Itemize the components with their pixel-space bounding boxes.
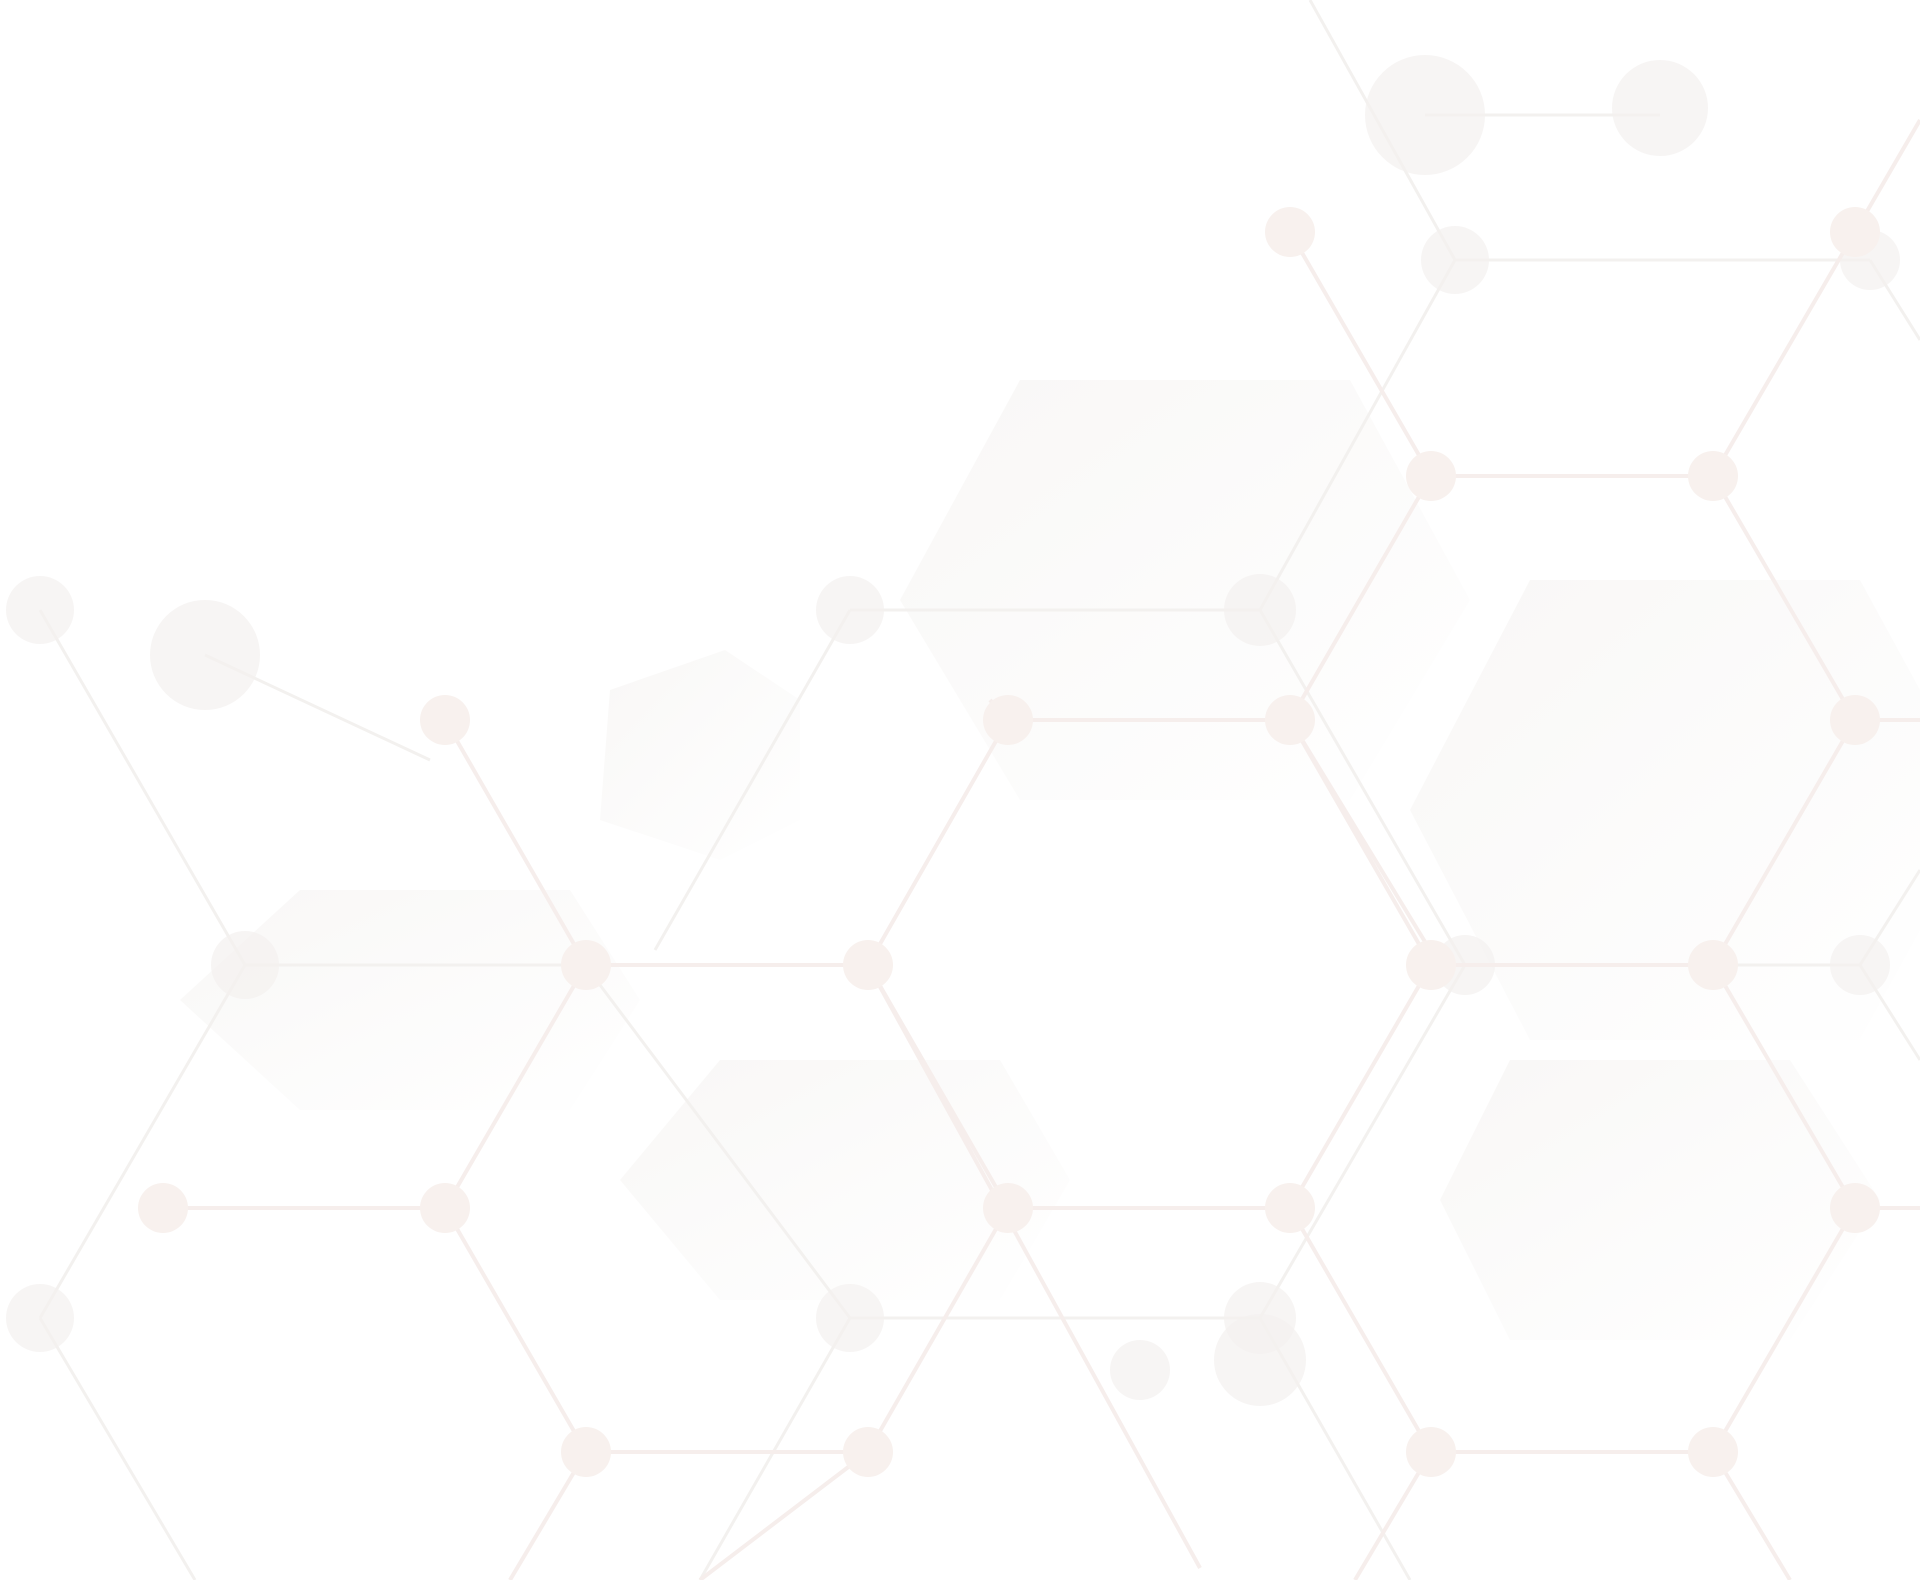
network-node xyxy=(1830,1183,1880,1233)
network-node xyxy=(1265,1183,1315,1233)
ghost-node xyxy=(816,1284,884,1352)
network-node xyxy=(561,1427,611,1477)
network-line-layer xyxy=(163,118,1920,1580)
ghost-node xyxy=(6,576,74,644)
ghost-line-layer xyxy=(38,0,1920,1580)
network-node xyxy=(561,940,611,990)
network-edge xyxy=(1288,474,1433,722)
network-node xyxy=(843,940,893,990)
network-node xyxy=(1688,451,1738,501)
network-edge xyxy=(1288,963,1433,1210)
network-node xyxy=(1265,695,1315,745)
network-edge xyxy=(443,963,588,1210)
network-node xyxy=(1265,207,1315,257)
network-node xyxy=(983,1183,1033,1233)
network-edge xyxy=(1711,718,1857,967)
ghost-node xyxy=(1224,574,1296,646)
network-node xyxy=(420,695,470,745)
network-edge xyxy=(866,719,1010,966)
network-edge xyxy=(1711,230,1857,478)
ghost-node xyxy=(211,931,279,999)
ghost-hexagon xyxy=(1410,580,1920,1040)
network-node xyxy=(1688,1427,1738,1477)
ghost-node xyxy=(1365,55,1485,175)
network-edge xyxy=(1711,1206,1857,1454)
network-node xyxy=(983,695,1033,745)
network-edge xyxy=(1711,963,1857,1210)
network-node xyxy=(843,1427,893,1477)
ghost-hexagon xyxy=(180,890,640,1110)
ghost-node xyxy=(816,576,884,644)
network-node xyxy=(1688,940,1738,990)
network-edge xyxy=(866,1207,1010,1453)
network-node xyxy=(1406,451,1456,501)
ghost-hexagon xyxy=(600,650,800,860)
network-edge xyxy=(1711,474,1857,722)
ghost-node-layer xyxy=(6,55,1900,1406)
ghost-hexagon-layer xyxy=(180,380,1920,1340)
network-edge xyxy=(1288,718,1432,952)
network-edge xyxy=(443,719,588,966)
network-edge xyxy=(443,1206,588,1454)
ghost-hexagon xyxy=(620,1060,1070,1300)
ghost-node xyxy=(1214,1314,1306,1406)
ghost-node xyxy=(1421,226,1489,294)
ghost-node xyxy=(6,1284,74,1352)
network-edge xyxy=(698,1450,870,1580)
network-node-layer xyxy=(138,207,1880,1477)
network-edge xyxy=(866,964,1202,1569)
ghost-node xyxy=(150,600,260,710)
network-node xyxy=(1406,1427,1456,1477)
network-node xyxy=(1406,940,1456,990)
network-node xyxy=(1830,695,1880,745)
ghost-hexagon xyxy=(900,380,1470,800)
network-edge xyxy=(1288,1206,1433,1454)
ghost-node xyxy=(1830,935,1890,995)
network-edge xyxy=(1288,230,1433,478)
network-node xyxy=(420,1183,470,1233)
network-node xyxy=(1830,207,1880,257)
ghost-node xyxy=(1612,60,1708,156)
ghost-node xyxy=(1110,1340,1170,1400)
network-node xyxy=(138,1183,188,1233)
ghost-hexagon xyxy=(1440,1060,1880,1340)
